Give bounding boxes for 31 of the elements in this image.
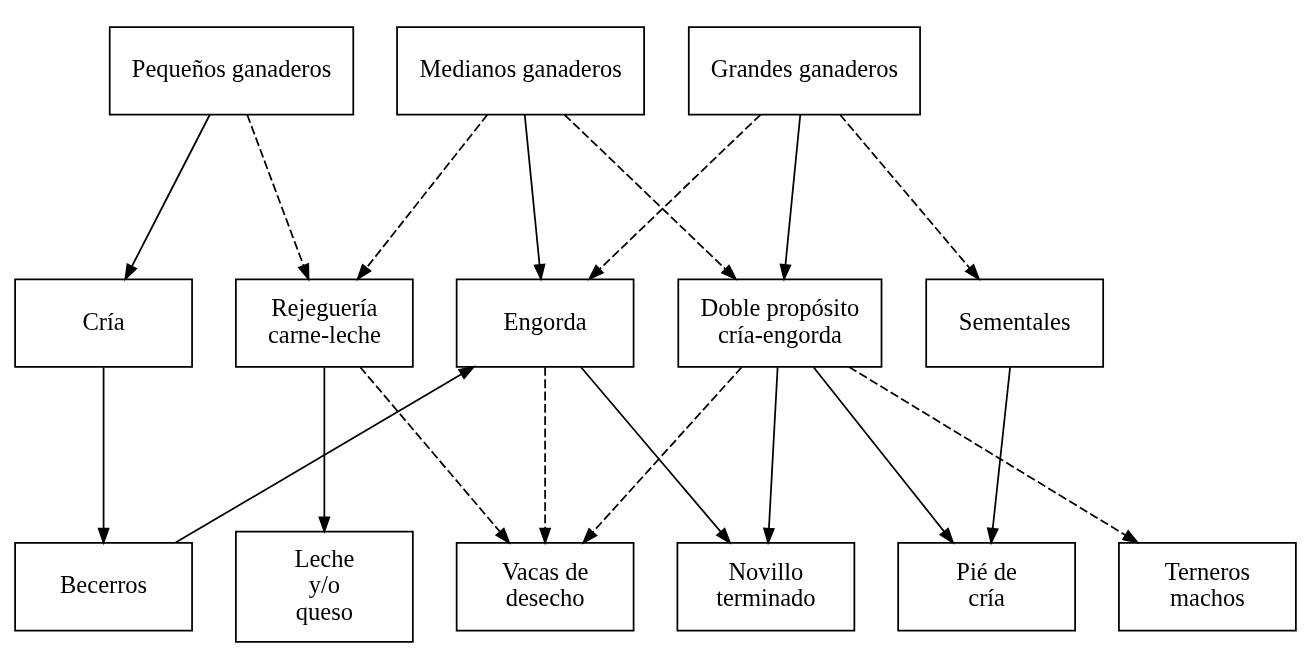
arrow	[246, 113, 310, 282]
node-box: Vacas de desecho	[455, 542, 635, 632]
arrow	[563, 113, 738, 281]
arrow	[538, 366, 552, 546]
arrow	[839, 113, 981, 281]
arrow	[812, 366, 955, 545]
node-box: Doble propósito cría-engorda	[677, 278, 883, 368]
node-box: Pequeños ganaderos	[108, 26, 355, 116]
node-box: Terneros machos	[1118, 542, 1297, 632]
node-box: Leche y/o queso	[235, 530, 414, 643]
node-box: Novillo terminado	[676, 542, 856, 632]
arrow	[174, 365, 476, 544]
node-box: Sementales	[925, 278, 1105, 368]
node-box: Pié de cría	[897, 542, 1076, 632]
arrow	[356, 113, 489, 281]
arrow	[587, 113, 762, 281]
arrow	[986, 366, 1011, 546]
node-box: Rejeguería carne-leche	[235, 278, 414, 368]
arrow	[97, 366, 110, 546]
node-box: Grandes ganaderos	[687, 26, 921, 116]
arrow	[318, 366, 331, 535]
node-box: Medianos ganaderos	[396, 26, 645, 116]
arrow	[359, 366, 511, 545]
node-box: Engorda	[455, 278, 635, 368]
arrow	[848, 366, 1140, 544]
arrow	[779, 113, 802, 282]
arrow	[523, 113, 546, 282]
arrow	[124, 113, 211, 282]
node-box: Cría	[14, 278, 193, 368]
arrow	[762, 366, 779, 546]
node-box: Becerros	[14, 542, 193, 632]
